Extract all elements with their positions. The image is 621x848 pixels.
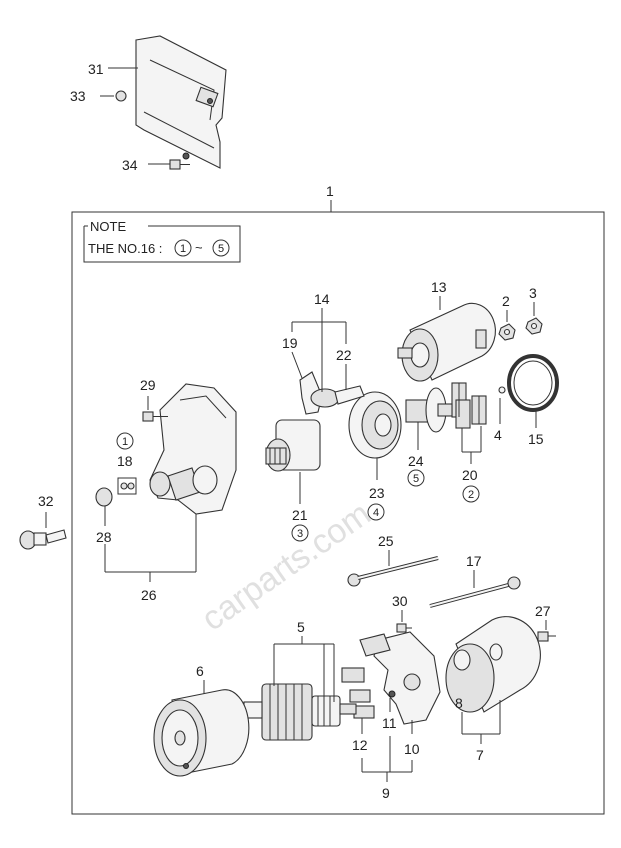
label-8: 8 <box>455 695 463 711</box>
screw-27 <box>537 631 556 642</box>
ring-15 <box>507 354 559 412</box>
rear-cover-8 <box>445 616 541 713</box>
bolt-32 <box>19 529 67 550</box>
label-1: 1 <box>326 183 334 199</box>
solenoid-13 <box>397 296 496 382</box>
brush-holder-9 <box>341 631 441 725</box>
bushing-28 <box>95 487 113 507</box>
note-title: NOTE <box>90 219 126 234</box>
part-18 <box>117 477 137 495</box>
note-text: THE NO.16 : <box>88 241 162 256</box>
label-4: 4 <box>494 427 502 443</box>
label-26: 26 <box>141 587 157 603</box>
label-7: 7 <box>476 747 484 763</box>
label-21: 21 <box>292 507 308 523</box>
circled-3: 3 <box>297 528 303 540</box>
heat-shield-group: 31 33 34 <box>70 35 227 173</box>
nut-2 <box>498 323 516 341</box>
label-18: 18 <box>117 453 133 469</box>
watermark: carparts.com <box>195 495 378 639</box>
label-23: 23 <box>369 485 385 501</box>
starter-assembly-box <box>71 211 605 815</box>
label-10: 10 <box>404 741 420 757</box>
planet-gears-20 <box>451 382 487 429</box>
label-31: 31 <box>88 61 104 77</box>
label-22: 22 <box>336 347 352 363</box>
circled-2: 2 <box>468 489 474 501</box>
nut-33 <box>115 90 127 102</box>
label-14: 14 <box>314 291 330 307</box>
label-27: 27 <box>535 603 551 619</box>
heat-shield <box>135 35 227 169</box>
label-15: 15 <box>528 431 544 447</box>
label-19: 19 <box>282 335 298 351</box>
label-20: 20 <box>462 467 478 483</box>
label-25: 25 <box>378 533 394 549</box>
label-11: 11 <box>382 715 397 731</box>
bolt-29 <box>142 411 168 422</box>
through-bolt-17 <box>429 576 521 608</box>
clutch-21 <box>265 419 321 472</box>
note-range-sep: ~ <box>195 240 203 255</box>
label-13: 13 <box>431 279 447 295</box>
label-34: 34 <box>122 157 138 173</box>
label-29: 29 <box>140 377 156 393</box>
yoke-6 <box>153 689 250 777</box>
note-box: NOTE THE NO.16 : 1 ~ 5 <box>83 219 241 263</box>
nut-3 <box>525 317 543 335</box>
label-6: 6 <box>196 663 204 679</box>
shaft-24 <box>405 387 453 433</box>
label-33: 33 <box>70 88 86 104</box>
circled-4: 4 <box>373 507 379 519</box>
circled-1: 1 <box>122 436 128 448</box>
label-28: 28 <box>96 529 112 545</box>
front-housing-26 <box>149 383 237 515</box>
internal-gear-23 <box>348 391 402 459</box>
label-2: 2 <box>502 293 510 309</box>
label-30: 30 <box>392 593 408 609</box>
label-9: 9 <box>382 785 390 801</box>
armature-5 <box>243 683 357 741</box>
label-24: 24 <box>408 453 424 469</box>
circled-5: 5 <box>413 473 419 485</box>
label-17: 17 <box>466 553 482 569</box>
bolt-34 <box>169 152 190 170</box>
label-32: 32 <box>38 493 54 509</box>
note-range-end: 5 <box>218 243 224 255</box>
note-range-start: 1 <box>180 243 186 255</box>
screw-30 <box>396 623 412 633</box>
through-bolt-25 <box>347 556 439 587</box>
label-5: 5 <box>297 619 305 635</box>
shift-lever <box>299 371 365 415</box>
label-3: 3 <box>529 285 537 301</box>
ball-4 <box>498 386 506 394</box>
label-12: 12 <box>352 737 368 753</box>
